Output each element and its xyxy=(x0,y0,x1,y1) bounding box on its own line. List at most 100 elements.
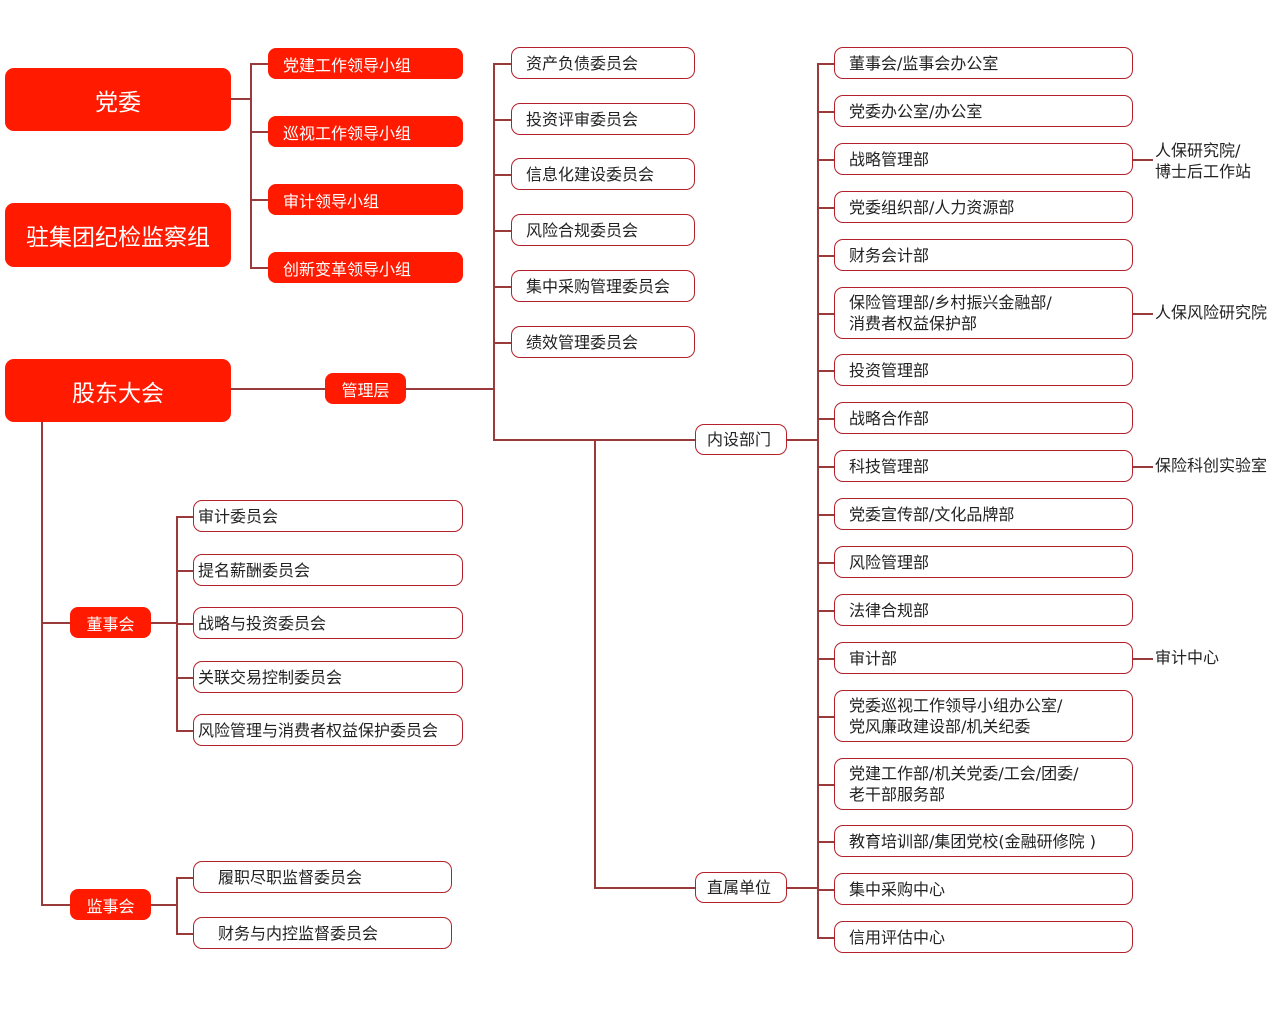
connector-line xyxy=(493,342,511,344)
department-box: 党委巡视工作领导小组办公室/ 党风廉政建设部/机关纪委 xyxy=(834,690,1133,742)
supervisory-box: 监事会 xyxy=(70,889,151,920)
department-box: 科技管理部 xyxy=(834,450,1133,482)
connector-line xyxy=(1133,313,1153,315)
board-committee-box: 关联交易控制委员会 xyxy=(193,661,463,693)
connector-line xyxy=(250,63,252,268)
connector-line xyxy=(176,516,178,730)
management-box: 管理层 xyxy=(325,373,406,404)
connector-line xyxy=(817,658,834,660)
connector-line xyxy=(817,207,834,209)
board-committee-box: 审计委员会 xyxy=(193,500,463,532)
connector-line xyxy=(817,514,834,516)
board-committee-box: 提名薪酬委员会 xyxy=(193,554,463,586)
party-committee-box: 党委 xyxy=(5,68,231,131)
connector-line xyxy=(817,716,834,718)
department-box: 信用评估中心 xyxy=(834,921,1133,953)
connector-line xyxy=(493,63,495,440)
connector-line xyxy=(594,887,695,889)
committee-box: 资产负债委员会 xyxy=(511,47,695,79)
board-box: 董事会 xyxy=(70,607,151,638)
connector-line xyxy=(176,877,178,933)
connector-line xyxy=(176,677,193,679)
connector-line xyxy=(406,388,493,390)
connector-line xyxy=(817,159,834,161)
department-box: 党委办公室/办公室 xyxy=(834,95,1133,127)
connector-line xyxy=(231,98,250,100)
connector-line xyxy=(41,422,43,905)
department-box: 风险管理部 xyxy=(834,546,1133,578)
party-group-box: 党建工作领导小组 xyxy=(268,48,463,79)
connector-line xyxy=(250,199,268,201)
connector-line xyxy=(151,904,176,906)
department-box: 审计部 xyxy=(834,642,1133,674)
connector-line xyxy=(151,622,176,624)
connector-line xyxy=(41,904,70,906)
department-box: 战略管理部 xyxy=(834,143,1133,175)
connector-line xyxy=(493,174,511,176)
shareholders-box: 股东大会 xyxy=(5,359,231,422)
committee-box: 信息化建设委员会 xyxy=(511,158,695,190)
supervisory-committee-box: 财务与内控监督委员会 xyxy=(193,917,452,949)
connector-line xyxy=(176,570,193,572)
connector-line xyxy=(176,730,193,732)
connector-line xyxy=(817,418,834,420)
connector-line xyxy=(493,230,511,232)
internal-departments-box: 内设部门 xyxy=(695,424,787,455)
direct-units-box: 直属单位 xyxy=(695,872,787,903)
board-committee-box: 风险管理与消费者权益保护委员会 xyxy=(193,714,463,746)
connector-line xyxy=(231,388,325,390)
committee-box: 绩效管理委员会 xyxy=(511,326,695,358)
connector-line xyxy=(817,937,834,939)
connector-line xyxy=(817,313,834,315)
connector-line xyxy=(817,784,834,786)
connector-line xyxy=(817,255,834,257)
party-group-box: 巡视工作领导小组 xyxy=(268,116,463,147)
connector-line xyxy=(1133,159,1153,161)
department-box: 保险管理部/乡村振兴金融部/ 消费者权益保护部 xyxy=(834,287,1133,339)
supervisory-committee-box: 履职尽职监督委员会 xyxy=(193,861,452,893)
discipline-group-box: 驻集团纪检监察组 xyxy=(5,203,231,267)
department-box: 集中采购中心 xyxy=(834,873,1133,905)
connector-line xyxy=(817,841,834,843)
connector-line xyxy=(493,286,511,288)
connector-line xyxy=(787,439,817,441)
committee-box: 风险合规委员会 xyxy=(511,214,695,246)
affiliated-unit-label: 人保风险研究院 xyxy=(1155,303,1268,322)
connector-line xyxy=(817,111,834,113)
connector-line xyxy=(1133,658,1153,660)
connector-line xyxy=(41,622,70,624)
connector-line xyxy=(1133,466,1153,468)
department-box: 投资管理部 xyxy=(834,354,1133,386)
connector-line xyxy=(493,119,511,121)
department-box: 教育培训部/集团党校(金融研修院 ) xyxy=(834,825,1133,857)
connector-line xyxy=(176,516,193,518)
department-box: 党建工作部/机关党委/工会/团委/ 老干部服务部 xyxy=(834,758,1133,810)
department-box: 法律合规部 xyxy=(834,594,1133,626)
affiliated-unit-label: 保险科创实验室 xyxy=(1155,456,1268,475)
connector-line xyxy=(250,131,268,133)
connector-line xyxy=(817,370,834,372)
connector-line xyxy=(817,63,834,65)
connector-line xyxy=(594,439,596,888)
department-box: 战略合作部 xyxy=(834,402,1133,434)
board-committee-box: 战略与投资委员会 xyxy=(193,607,463,639)
affiliated-unit-label: 人保研究院/ 博士后工作站 xyxy=(1155,141,1252,181)
department-box: 党委组织部/人力资源部 xyxy=(834,191,1133,223)
connector-line xyxy=(176,933,193,935)
department-box: 财务会计部 xyxy=(834,239,1133,271)
connector-line xyxy=(817,466,834,468)
connector-line xyxy=(250,63,268,65)
department-box: 党委宣传部/文化品牌部 xyxy=(834,498,1133,530)
department-box: 董事会/监事会办公室 xyxy=(834,47,1133,79)
committee-box: 投资评审委员会 xyxy=(511,103,695,135)
party-group-box: 创新变革领导小组 xyxy=(268,252,463,283)
party-group-box: 审计领导小组 xyxy=(268,184,463,215)
connector-line xyxy=(250,267,268,269)
connector-line xyxy=(176,623,193,625)
connector-line xyxy=(817,889,834,891)
connector-line xyxy=(817,562,834,564)
connector-line xyxy=(493,63,511,65)
affiliated-unit-label: 审计中心 xyxy=(1155,648,1220,667)
connector-line xyxy=(817,610,834,612)
